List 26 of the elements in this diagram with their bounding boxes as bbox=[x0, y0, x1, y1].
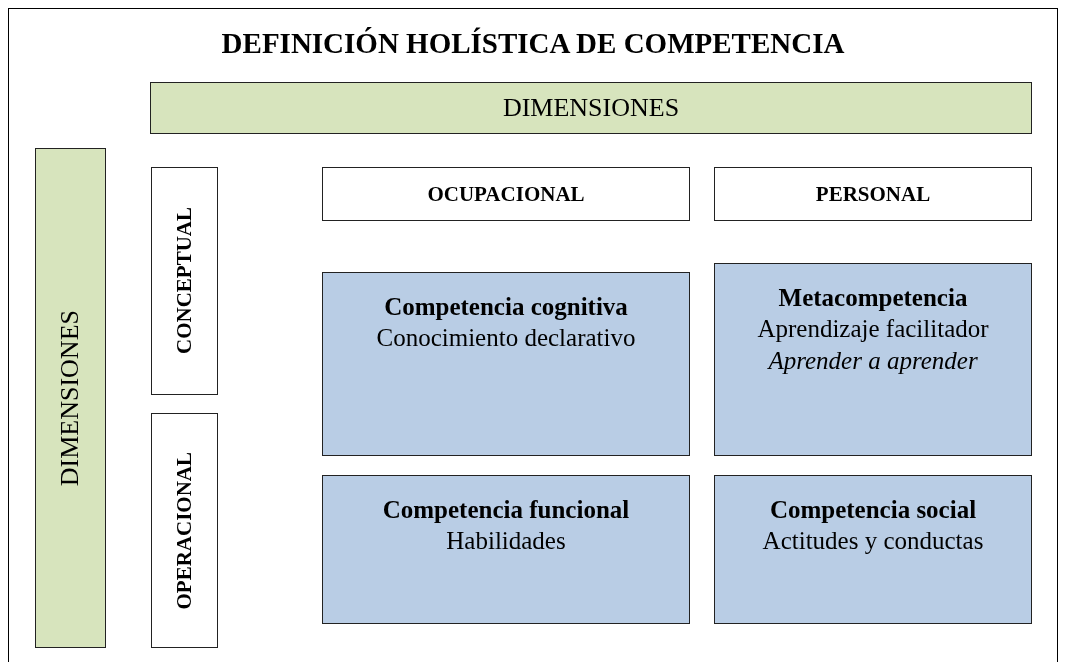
band-label: DIMENSIONES bbox=[501, 91, 681, 124]
band-label: DIMENSIONES bbox=[54, 309, 86, 487]
box-text: Aprendizaje facilitador bbox=[756, 314, 990, 345]
box-text: Aprender a aprender bbox=[766, 345, 979, 376]
competence-box bbox=[714, 475, 1032, 624]
box-text: Conocimiento declarativo bbox=[375, 323, 637, 354]
competence-box bbox=[322, 475, 690, 624]
competence-box bbox=[714, 263, 1032, 456]
header-text: PERSONAL bbox=[814, 180, 932, 208]
header-text: OCUPACIONAL bbox=[426, 180, 586, 208]
box-heading: Competencia social bbox=[768, 495, 978, 525]
header-box bbox=[714, 167, 1032, 221]
header-box bbox=[322, 167, 690, 221]
box-text: Actitudes y conductas bbox=[761, 526, 985, 557]
box-heading: Metacompetencia bbox=[777, 283, 969, 313]
header-box bbox=[151, 413, 218, 648]
dimension-band bbox=[150, 82, 1032, 134]
header-text: OPERACIONAL bbox=[171, 451, 198, 610]
box-heading: Competencia funcional bbox=[381, 495, 631, 525]
dimension-band bbox=[35, 148, 106, 648]
header-text: CONCEPTUAL bbox=[171, 207, 198, 355]
header-box bbox=[151, 167, 218, 395]
competence-box bbox=[322, 272, 690, 456]
box-heading: Competencia cognitiva bbox=[383, 292, 629, 322]
title: DEFINICIÓN HOLÍSTICA DE COMPETENCIA bbox=[220, 27, 846, 60]
box-text: Habilidades bbox=[445, 526, 567, 557]
